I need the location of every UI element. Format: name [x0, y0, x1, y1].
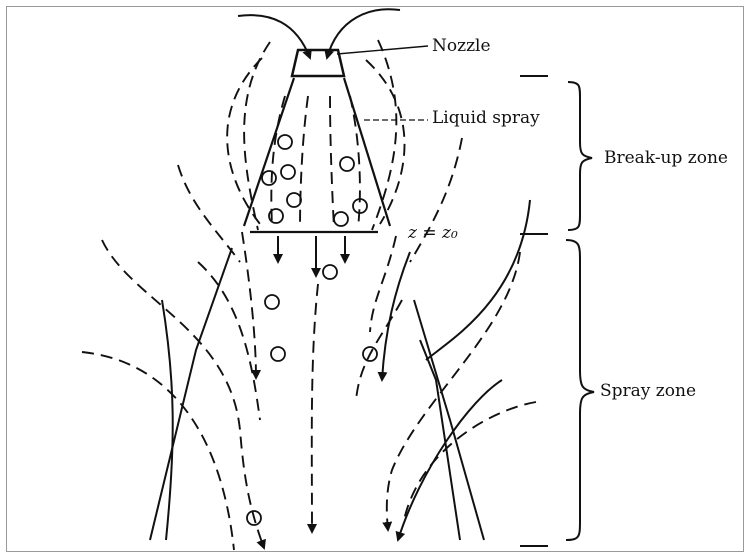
liquid-spray-label: Liquid spray [432, 110, 540, 127]
spray-zone-label: Spray zone [600, 383, 696, 400]
solid-stream-4 [414, 300, 484, 540]
streamline-5 [330, 96, 334, 228]
breakup-zone-brace [568, 82, 592, 230]
inflow-arrow-left [238, 15, 310, 58]
spray-zone-brace [566, 240, 594, 540]
spray-stream-2 [312, 284, 318, 532]
droplet [271, 347, 285, 361]
streamline-4 [300, 96, 308, 228]
streamline-1 [244, 42, 270, 230]
breakup-zone-label: Break-up zone [604, 150, 728, 167]
solid-stream-5 [420, 340, 460, 540]
droplet [340, 157, 354, 171]
streamline-10 [410, 138, 462, 262]
spray-stream-1 [242, 232, 256, 378]
droplet [287, 193, 301, 207]
spray-stream-6 [198, 262, 260, 420]
spray-stream-9 [356, 300, 402, 400]
droplet [262, 171, 276, 185]
spray-stream-5 [82, 352, 234, 550]
solid-stream-3 [150, 248, 232, 540]
z0-label: z = z₀ [408, 225, 458, 242]
solid-stream-7 [398, 380, 502, 540]
nozzle-body [292, 50, 344, 76]
solid-stream-6 [162, 300, 173, 540]
spray-stream-4 [102, 240, 264, 548]
droplet [334, 212, 348, 226]
spray-stream-7 [387, 252, 520, 530]
spray-stream-8 [404, 402, 536, 520]
nozzle-label: Nozzle [432, 38, 491, 55]
droplet [278, 135, 292, 149]
solid-stream-1 [382, 252, 410, 380]
streamline-9 [178, 165, 240, 262]
spray-cone-left [244, 78, 294, 226]
droplet [323, 265, 337, 279]
streamline-3 [271, 96, 285, 226]
droplet [265, 295, 279, 309]
streamline-8 [366, 60, 405, 224]
droplet [281, 165, 295, 179]
